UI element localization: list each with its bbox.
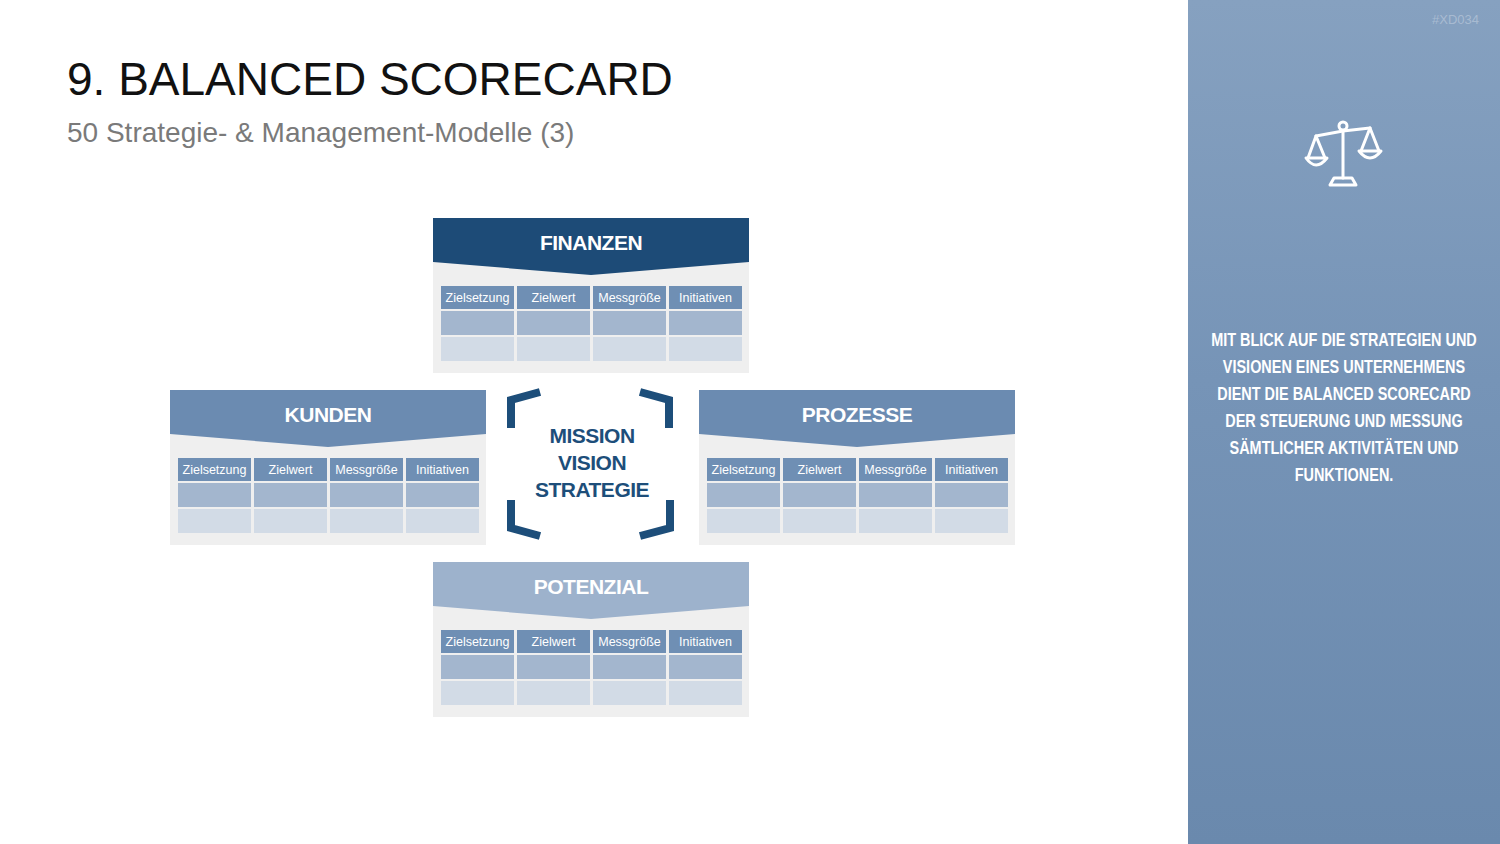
header-band: [433, 562, 749, 619]
table-cell: [254, 509, 327, 533]
table-cell: [517, 681, 590, 705]
scales-icon: [1306, 158, 1327, 165]
column-header: Zielsetzung: [707, 458, 780, 481]
table-cell: [330, 509, 403, 533]
table-header-cell: Initiativen: [406, 458, 479, 481]
sidebar-text: MIT BLICK AUF DIE STRATEGIEN UND VISIONE…: [1207, 326, 1481, 488]
mission-hub: MISSION VISION STRATEGIE: [527, 422, 657, 503]
table-cell: [669, 311, 742, 335]
corner-bracket: [511, 392, 540, 428]
table-cell: [593, 311, 666, 335]
column-header: Initiativen: [935, 458, 1008, 481]
center-label: MISSION VISION STRATEGIE: [527, 422, 657, 503]
perspective-header: POTENZIAL: [433, 562, 749, 612]
header-band: [699, 390, 1015, 447]
slide-subtitle: 50 Strategie- & Management-Modelle (3): [67, 117, 574, 149]
table-header-cell: Zielsetzung: [707, 458, 780, 481]
table-cell: [406, 509, 479, 533]
table-header-cell: Initiativen: [669, 630, 742, 653]
perspective-header: PROZESSE: [699, 390, 1015, 440]
table-cell: [441, 681, 514, 705]
column-header: Zielwert: [517, 630, 590, 653]
table-header-cell: Zielwert: [517, 630, 590, 653]
scales-icon: [1359, 151, 1381, 158]
column-header: Zielwert: [517, 286, 590, 309]
column-header: Zielwert: [783, 458, 856, 481]
perspective-panel: KUNDEN ZielsetzungZielwertMessgrößeInitia…: [170, 390, 486, 545]
header-band: [170, 390, 486, 447]
table-cell: [178, 509, 251, 533]
table-header-cell: Initiativen: [935, 458, 1008, 481]
table-cell: [517, 311, 590, 335]
table-header-cell: Zielwert: [254, 458, 327, 481]
scales-icon: [1330, 178, 1356, 185]
table-cell: [859, 509, 932, 533]
table-cell: [441, 655, 514, 679]
header-band: [433, 218, 749, 275]
table-header-cell: Zielsetzung: [178, 458, 251, 481]
corner-bracket: [640, 500, 670, 536]
table-cell: [441, 337, 514, 361]
table-cell: [859, 483, 932, 507]
table-cell: [783, 483, 856, 507]
table-cell: [669, 681, 742, 705]
table-cell: [254, 483, 327, 507]
table-header-cell: Messgröße: [593, 286, 666, 309]
table-cell: [593, 681, 666, 705]
table-header-cell: Messgröße: [593, 630, 666, 653]
column-header: Initiativen: [669, 286, 742, 309]
column-header: Messgröße: [859, 458, 932, 481]
column-header: Initiativen: [669, 630, 742, 653]
scales-icon: [1316, 128, 1370, 136]
scales-icon: [1361, 128, 1379, 151]
table-cell: [406, 483, 479, 507]
table-cell: [441, 311, 514, 335]
table-cell: [707, 509, 780, 533]
table-header-cell: Initiativen: [669, 286, 742, 309]
table-header-cell: Messgröße: [859, 458, 932, 481]
table-cell: [517, 655, 590, 679]
column-header: Zielwert: [254, 458, 327, 481]
table-cell: [669, 655, 742, 679]
scales-icon: [1308, 136, 1325, 158]
table-cell: [707, 483, 780, 507]
perspective-header: KUNDEN: [170, 390, 486, 440]
scales-icon: [1339, 122, 1347, 130]
table-cell: [593, 337, 666, 361]
table-cell: [935, 509, 1008, 533]
table-cell: [935, 483, 1008, 507]
table-cell: [669, 337, 742, 361]
table-header-cell: Zielwert: [783, 458, 856, 481]
column-header: Messgröße: [593, 630, 666, 653]
slide-title: 9. BALANCED SCORECARD: [67, 52, 673, 106]
table-header-cell: Zielwert: [517, 286, 590, 309]
column-header: Messgröße: [330, 458, 403, 481]
table-cell: [783, 509, 856, 533]
table-cell: [517, 337, 590, 361]
table-header-cell: Zielsetzung: [441, 286, 514, 309]
perspective-panel: FINANZEN ZielsetzungZielwertMessgrößeInit…: [433, 218, 749, 373]
table-cell: [178, 483, 251, 507]
table-header-cell: Messgröße: [330, 458, 403, 481]
column-header: Zielsetzung: [441, 286, 514, 309]
perspective-header: FINANZEN: [433, 218, 749, 268]
table-cell: [330, 483, 403, 507]
corner-bracket: [511, 500, 540, 536]
scales-icon: [1342, 131, 1345, 178]
perspective-panel: POTENZIAL ZielsetzungZielwertMessgrößeIni…: [433, 562, 749, 717]
table-cell: [593, 655, 666, 679]
corner-bracket: [640, 392, 669, 428]
table-header-cell: Zielsetzung: [441, 630, 514, 653]
column-header: Initiativen: [406, 458, 479, 481]
watermark: #XD034: [1432, 12, 1479, 27]
column-header: Messgröße: [593, 286, 666, 309]
info-sidebar: MIT BLICK AUF DIE STRATEGIEN UND VISIONE…: [1188, 0, 1500, 844]
column-header: Zielsetzung: [178, 458, 251, 481]
column-header: Zielsetzung: [441, 630, 514, 653]
perspective-panel: PROZESSE ZielsetzungZielwertMessgrößeInit…: [699, 390, 1015, 545]
